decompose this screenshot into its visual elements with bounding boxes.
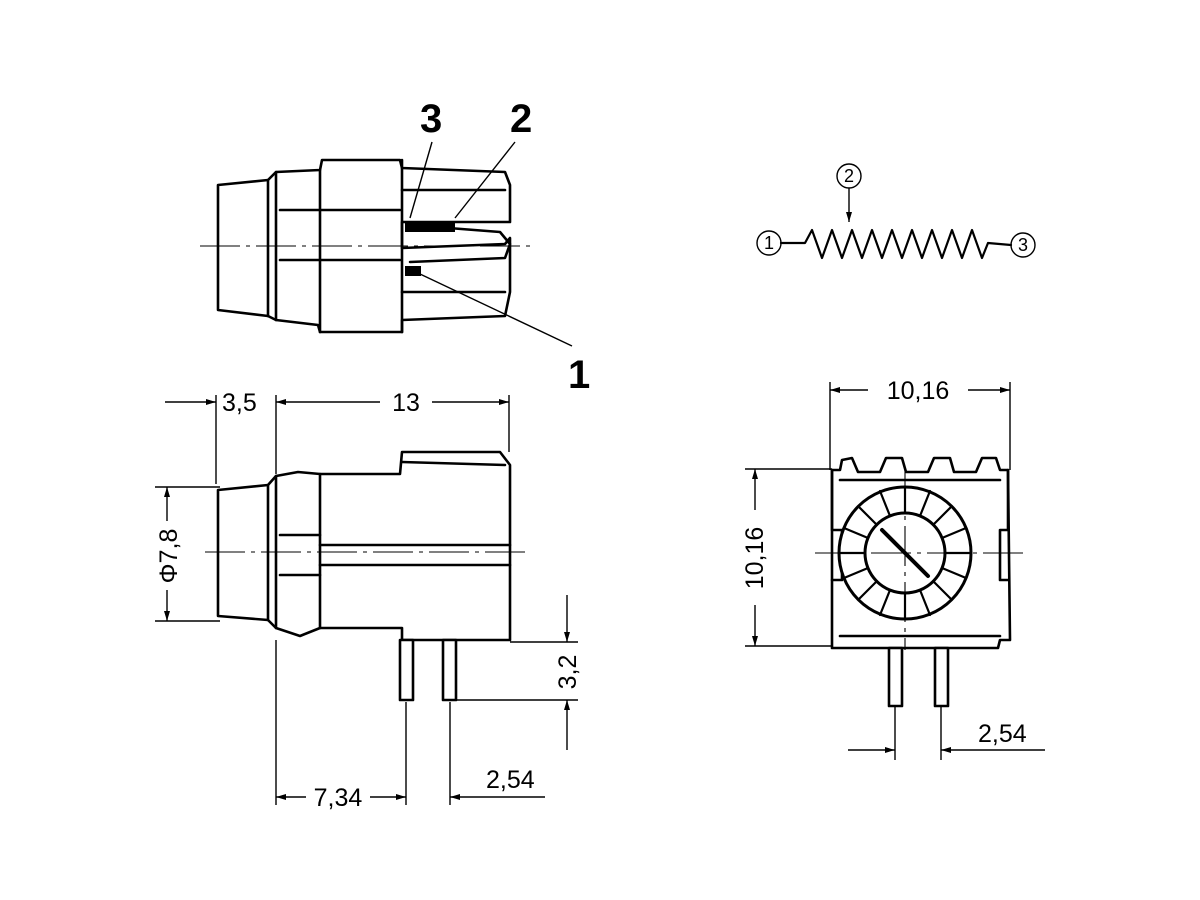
top-view-pin-3-mark xyxy=(405,222,455,232)
dim-width-label: 10,16 xyxy=(887,377,950,405)
pin-3-leader xyxy=(409,141,433,219)
pin-3-label: 3 xyxy=(420,97,442,141)
top-view-pin-1-mark xyxy=(405,266,421,276)
pin-2-label: 2 xyxy=(510,97,532,141)
top-view: 3 2 1 xyxy=(200,97,590,397)
side-view-ribs xyxy=(278,533,512,577)
side-view-pin-right xyxy=(441,638,458,702)
dim-3-2-label: 3,2 xyxy=(554,655,582,690)
terminal-3-label: 3 xyxy=(1018,235,1028,255)
side-view-top-edge xyxy=(400,460,507,467)
top-view-ribs xyxy=(278,208,402,262)
front-view-pin-left xyxy=(887,646,904,708)
dim-13-label: 13 xyxy=(392,389,420,417)
side-view: 3,5 13 Φ7,8 7,34 2,54 3,2 xyxy=(155,389,582,812)
dim-diameter-label: Φ7,8 xyxy=(155,529,183,584)
schematic-symbol: 1 2 3 xyxy=(756,163,1036,260)
front-view-right-notch xyxy=(998,468,1010,582)
dim-2-54-front-label: 2,54 xyxy=(978,720,1027,748)
dim-3-5-label: 3,5 xyxy=(222,389,257,417)
front-view-pin-right xyxy=(933,646,950,708)
top-view-pin-2 xyxy=(408,223,512,264)
top-view-fins xyxy=(400,188,507,294)
pin-2-leader xyxy=(454,141,516,219)
side-view-pin-left xyxy=(398,638,415,702)
pin-1-leader xyxy=(419,273,573,347)
front-view: 10,16 10,16 2,54 xyxy=(741,377,1045,760)
terminal-1-label: 1 xyxy=(764,233,774,253)
dim-2-54-side-label: 2,54 xyxy=(486,766,535,794)
dim-height-label: 10,16 xyxy=(741,527,769,590)
dim-7-34-label: 7,34 xyxy=(314,784,363,812)
resistor-zigzag xyxy=(779,228,1013,260)
terminal-2-label: 2 xyxy=(844,166,854,186)
pin-1-label: 1 xyxy=(568,353,590,397)
